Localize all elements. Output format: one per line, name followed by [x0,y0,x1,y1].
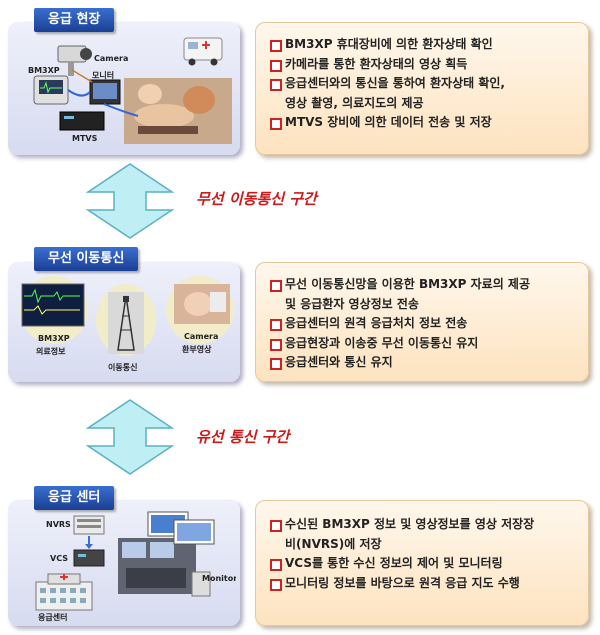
center-bullet-1-cont: 비(NVRS)에 저장 [285,536,382,551]
scene-bullet-1: BM3XP 휴대장비에 의한 환자상태 확인 [268,35,578,55]
scene-bullet-list: BM3XP 휴대장비에 의한 환자상태 확인 카메라를 통한 환자상태의 영상 … [268,35,578,133]
double-arrow-icon [85,163,175,239]
scene-illustration: Camera 모니터 BM3XP MTVS [14,30,236,150]
wireless-bullet-1: 무선 이동통신망을 이용한 BM3XP 자료의 제공 [268,275,578,295]
section-title-center: 응급 센터 [34,486,115,510]
center-label-emergency-center: 응급센터 [38,613,68,622]
scene-label-mtvs: MTVS [72,134,98,143]
connector-label-wireless: 무선 이동통신 구간 [196,190,317,208]
wireless-label-medical-info: 의료정보 [36,347,66,356]
scene-bullet-3: 응급센터와의 통신을 통하여 환자상태 확인, [268,74,578,94]
scene-bullet-2: 카메라를 통한 환자상태의 영상 획득 [268,55,578,75]
center-label-nvrs: NVRS [46,520,71,529]
wireless-label-camera: Camera [184,332,219,341]
wireless-bullet-1-cont: 및 응급환자 영상정보 전송 [285,296,419,311]
center-bullet-1: 수신된 BM3XP 정보 및 영상정보를 영상 저장장 [268,515,578,535]
section-title-scene: 응급 현장 [34,8,115,32]
center-photo-collage [35,511,215,611]
wireless-illustration: BM3XP 의료정보 이동통신 Camera 환부영상 [14,270,236,378]
scene-photo-collage [33,37,232,144]
scene-bullet-4: MTVS 장비에 의한 데이터 전송 및 저장 [268,113,578,133]
double-arrow-icon [85,399,175,475]
center-bullet-2: VCS를 통한 수신 정보의 제어 및 모니터링 [268,554,578,574]
center-illustration: NVRS VCS Monitor 응급센터 [14,508,236,624]
wireless-bullet-4: 응급센터와 통신 유지 [268,353,578,373]
wireless-label-wound-image: 환부영상 [182,345,212,354]
center-bullet-3: 모니터링 정보를 바탕으로 원격 응급 지도 수행 [268,574,578,594]
connector-label-wired: 유선 통신 구간 [196,428,290,446]
section-wireless-info-panel: 무선 이동통신망을 이용한 BM3XP 자료의 제공 및 응급환자 영상정보 전… [255,262,589,382]
wireless-bullet-3: 응급현장과 이송중 무선 이동통신 유지 [268,334,578,354]
wireless-bullet-list: 무선 이동통신망을 이용한 BM3XP 자료의 제공 및 응급환자 영상정보 전… [268,275,578,373]
scene-bullet-3-cont: 영상 촬영, 의료지도의 제공 [285,95,424,110]
section-center-info-panel: 수신된 BM3XP 정보 및 영상정보를 영상 저장장 비(NVRS)에 저장 … [255,500,589,626]
wireless-label-bm3xp: BM3XP [38,334,70,343]
center-label-vcs: VCS [50,554,68,563]
connector-arrow-wired [80,398,180,476]
connector-arrow-wireless [80,162,180,240]
wireless-bullet-2: 응급센터의 원격 응급처치 정보 전송 [268,314,578,334]
center-bullet-list: 수신된 BM3XP 정보 및 영상정보를 영상 저장장 비(NVRS)에 저장 … [268,515,578,593]
section-scene-info-panel: BM3XP 휴대장비에 의한 환자상태 확인 카메라를 통한 환자상태의 영상 … [255,22,589,155]
wireless-label-mobile: 이동통신 [108,363,138,372]
scene-label-monitor: 모니터 [92,71,115,80]
section-title-wireless: 무선 이동통신 [34,247,139,271]
wireless-photo-collage [20,276,234,356]
scene-label-bm3xp: BM3XP [28,66,60,75]
center-label-monitor: Monitor [202,574,236,583]
scene-label-camera: Camera [94,54,129,63]
